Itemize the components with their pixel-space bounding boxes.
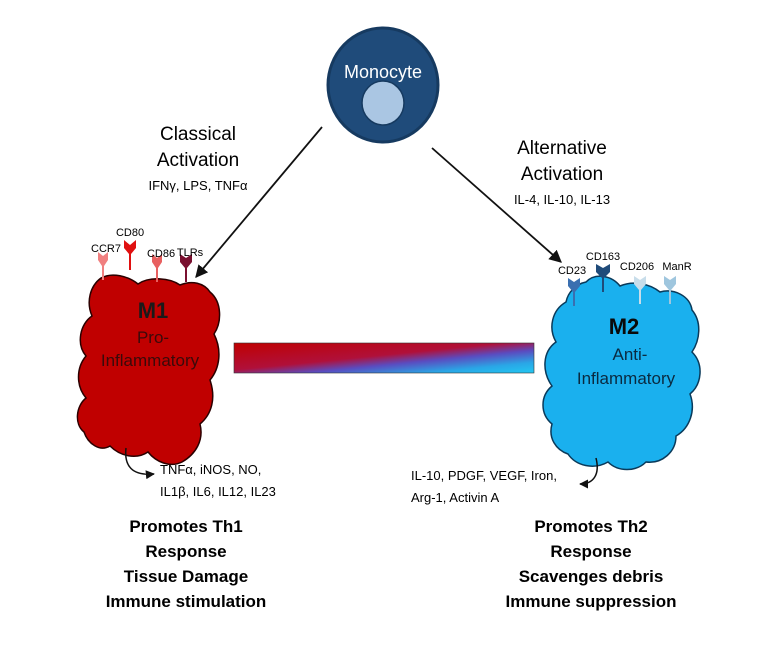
m2-subtitle-line2: Inflammatory: [577, 369, 676, 388]
m2-receptor-manr: ManR: [662, 261, 692, 304]
m2-effect-4: Immune suppression: [506, 592, 677, 611]
classical-stimuli: IFNγ, LPS, TNFα: [148, 178, 247, 193]
monocyte: Monocyte: [326, 26, 440, 144]
m1-effect-4: Immune stimulation: [106, 592, 267, 611]
m2-secreted-line2: Arg-1, Activin A: [411, 490, 499, 505]
cd206-receptor-icon: [634, 276, 646, 304]
cd86-receptor-icon: [152, 254, 162, 282]
m1-effects: Promotes Th1 Response Tissue Damage Immu…: [106, 517, 267, 611]
m1-receptor-tlrs: TLRs: [177, 247, 204, 282]
m1-effect-1: Promotes Th1: [129, 517, 242, 536]
m2-effects: Promotes Th2 Response Scavenges debris I…: [506, 517, 677, 611]
cd163-label: CD163: [586, 251, 620, 263]
alternative-label-line2: Activation: [521, 164, 603, 185]
m2-receptor-cd163: CD163: [586, 251, 620, 292]
cd80-label: CD80: [116, 227, 144, 239]
cd163-receptor-icon: [596, 264, 610, 292]
cd80-receptor-icon: [124, 240, 136, 270]
ccr7-receptor-icon: [98, 252, 108, 280]
tlrs-label: TLRs: [177, 247, 204, 259]
m1-macrophage: M1 Pro- Inflammatory: [76, 274, 221, 466]
m1-subtitle-line2: Inflammatory: [101, 351, 200, 370]
m1-receptor-cd80: CD80: [116, 227, 144, 270]
m2-macrophage: M2 Anti- Inflammatory: [542, 275, 701, 471]
m2-receptor-cd206: CD206: [620, 261, 654, 304]
m1-receptor-cd86: CD86: [147, 248, 175, 282]
classical-label-line1: Classical: [160, 124, 236, 145]
cd23-receptor-icon: [568, 278, 580, 306]
m2-secreted-line1: IL-10, PDGF, VEGF, Iron,: [411, 468, 557, 483]
m1-secretion-arrow: [124, 447, 155, 480]
manr-label: ManR: [662, 261, 691, 273]
manr-receptor-icon: [664, 276, 676, 304]
classical-label-line2: Activation: [157, 150, 239, 171]
m2-cell-body: [542, 275, 701, 471]
ccr7-label: CCR7: [91, 243, 121, 255]
m1-secreted-line2: IL1β, IL6, IL12, IL23: [160, 484, 276, 499]
m1-subtitle-line1: Pro-: [137, 328, 169, 347]
m2-effect-3: Scavenges debris: [519, 567, 664, 586]
tlrs-receptor-icon: [180, 254, 192, 282]
alternative-stimuli: IL-4, IL-10, IL-13: [514, 192, 610, 207]
cd23-label: CD23: [558, 265, 586, 277]
m2-effect-1: Promotes Th2: [534, 517, 647, 536]
polarization-gradient-bar: [233, 342, 535, 374]
m2-effect-2: Response: [550, 542, 631, 561]
m2-receptor-cd23: CD23: [558, 265, 586, 306]
cd86-label: CD86: [147, 248, 175, 260]
m2-title: M2: [609, 314, 640, 339]
m1-cell-body: [76, 274, 221, 466]
m1-receptor-ccr7: CCR7: [91, 243, 121, 280]
monocyte-nucleus: [361, 80, 405, 126]
m1-effect-3: Tissue Damage: [124, 567, 248, 586]
m1-effect-2: Response: [145, 542, 226, 561]
m1-secreted-line1: TNFα, iNOS, NO,: [160, 462, 261, 477]
m2-secretion-arrow: [579, 457, 598, 489]
alternative-activation-arrow: [431, 147, 562, 263]
monocyte-label: Monocyte: [344, 62, 422, 82]
classical-activation-arrow: [195, 126, 323, 278]
alternative-label-line1: Alternative: [517, 138, 607, 159]
m1-title: M1: [138, 298, 169, 323]
m2-subtitle-line1: Anti-: [613, 345, 648, 364]
cd206-label: CD206: [620, 261, 654, 273]
